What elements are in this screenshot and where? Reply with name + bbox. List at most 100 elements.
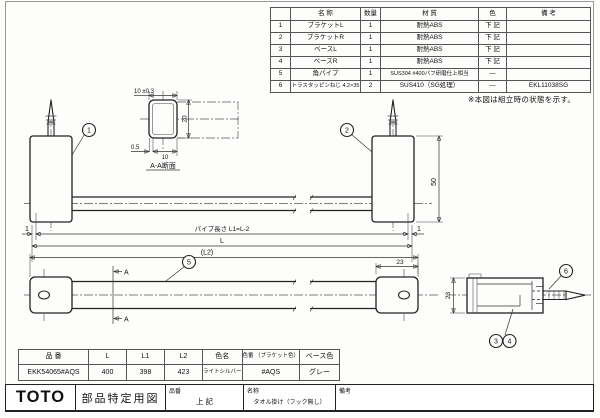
part-remarks (506, 44, 591, 57)
callout-screw: 6 (564, 269, 568, 276)
part-qty: 2 (360, 80, 381, 93)
callout-circle-screw (558, 263, 574, 279)
length-dimensions: 1 1 パイプ長さ L1=L-2 L (L2) (22, 213, 424, 277)
part-color: 下 記 (478, 44, 507, 57)
spec-header-base-color: ベース色 (299, 349, 341, 365)
document-type: 部品特定用図 (76, 385, 166, 410)
parts-header-name: 名 称 (290, 7, 361, 21)
parts-row-4: 4 ベースR 1 耐熱ABS 下 記 (270, 56, 591, 69)
part-no: 1 (270, 20, 291, 33)
part-remarks (506, 32, 591, 45)
spec-color-name: ライトシルバー (202, 364, 243, 381)
title-block-remarks-cell: 備考 (336, 385, 593, 410)
part-material: 耐熱ABS (380, 32, 479, 45)
dim-cap-height: 23 (445, 292, 452, 300)
part-qty: 1 (360, 32, 381, 45)
spec-color-code: #AQS (241, 364, 301, 381)
callout-circle-bracket-l (81, 122, 97, 138)
part-no-value: 上 記 (195, 397, 214, 406)
spec-l2: 423 (164, 364, 203, 381)
callout-circle-pipe (181, 254, 197, 270)
spec-header-color-code: 色番 （ブラケット色） (241, 349, 301, 365)
part-qty: 1 (360, 44, 381, 57)
section-dim-height-label: 20 (182, 115, 189, 123)
spec-l1: 398 (126, 364, 165, 381)
part-color: 下 記 (478, 56, 507, 69)
section-title: A-A断面 (150, 161, 176, 170)
spec-header-l2: L2 (164, 349, 203, 365)
remarks-label: 備考 (339, 389, 352, 395)
spec-l: 400 (88, 364, 127, 381)
callout-base-r: 4 (508, 339, 512, 346)
top-view: A A 5 23 (24, 254, 438, 324)
callout-pipe: 5 (187, 260, 191, 267)
part-no: 3 (270, 44, 291, 57)
part-material: SUS304 #400バフ研磨仕上相当 (380, 68, 479, 81)
part-no: 2 (270, 32, 291, 45)
part-name: トラスタッピンねじ 4.2×35 (290, 80, 361, 93)
part-color: ― (478, 68, 507, 81)
part-color: 下 記 (478, 32, 507, 45)
spec-header-l: L (88, 349, 127, 365)
part-material: 耐熱ABS (380, 44, 479, 57)
assembly-note: ※本図は組立時の状態を示す。 (468, 95, 576, 104)
part-name: ブラケットR (290, 32, 361, 45)
product-name-label: 名称 (247, 389, 260, 395)
callout-circle-bracket-r (339, 122, 355, 138)
parts-header-remarks: 備 考 (506, 7, 591, 21)
section-dim-top-label: 10 ±0.3 (134, 89, 155, 95)
part-remarks (506, 20, 591, 33)
part-no-label: 品番 (169, 389, 182, 395)
product-name-value: タオル掛け（フック無し） (253, 400, 326, 406)
callout-base-l: 3 (494, 339, 498, 346)
section-mark-bottom: A (124, 317, 129, 324)
section-a-a-view: 10 ±0.3 20 0.5 10 A-A断面 (131, 89, 240, 171)
section-dim-bottom-label: 10 (162, 155, 169, 161)
part-no: 4 (270, 56, 291, 69)
spec-value-row: EKK54065#AQS 400 398 423 ライトシルバー #AQS グレ… (18, 364, 341, 381)
part-name: ブラケットL (290, 20, 361, 33)
parts-row-5: 5 角パイプ 1 SUS304 #400バフ研磨仕上相当 ― (270, 68, 591, 81)
dim-gap-left: 1 (25, 226, 29, 233)
callout-bracket-r: 2 (345, 128, 349, 135)
part-material: 耐熱ABS (380, 20, 479, 33)
spec-base-color: グレー (299, 364, 341, 381)
parts-header-row: 名 称 数量 材 質 色 備 考 (270, 7, 591, 21)
callout-bracket-l: 1 (87, 128, 91, 135)
parts-table: 名 称 数量 材 質 色 備 考 1 ブラケットL 1 耐熱ABS 下 記 2 … (270, 7, 591, 93)
part-qty: 1 (360, 20, 381, 33)
front-view: 1 2 50 (24, 99, 443, 231)
part-color: 下 記 (478, 20, 507, 33)
dim-pipe-length: パイプ長さ L1=L-2 (195, 225, 250, 233)
dim-gap-right: 1 (417, 226, 421, 233)
parts-row-1: 1 ブラケットL 1 耐熱ABS 下 記 (270, 20, 591, 33)
section-dim-wall-label: 0.5 (131, 145, 140, 151)
toto-logo: TOTO (6, 385, 76, 410)
title-block: TOTO 部品特定用図 品番 上 記 名称 タオル掛け（フック無し） 備考 (5, 384, 594, 412)
dim-bracket-height: 50 (431, 178, 438, 186)
parts-header-material: 材 質 (380, 7, 479, 21)
part-name: 角パイプ (290, 68, 361, 81)
dim-cap-length: 23 (396, 259, 404, 266)
part-remarks: EKL11038SG (506, 80, 591, 93)
part-remarks (506, 56, 591, 69)
part-material: SUS410（SG処理） (380, 80, 479, 93)
parts-row-6: 6 トラスタッピンねじ 4.2×35 2 SUS410（SG処理） ― EKL1… (270, 80, 591, 93)
dim-overall-l: L (220, 238, 224, 245)
callout-circle-base-r (502, 333, 517, 349)
side-view: 23 6 3 4 (445, 263, 592, 349)
title-block-part-no-cell: 品番 上 記 (166, 385, 244, 410)
dim-overall-l2: (L2) (201, 250, 213, 257)
part-qty: 1 (360, 68, 381, 81)
part-no: 6 (270, 80, 291, 93)
parts-header-no (270, 7, 291, 21)
spec-table: 品 番 L L1 L2 色名 色番 （ブラケット色） ベース色 EKK54065… (18, 349, 341, 381)
part-name: ベースR (290, 56, 361, 69)
parts-row-2: 2 ブラケットR 1 耐熱ABS 下 記 (270, 32, 591, 45)
parts-header-color: 色 (478, 7, 507, 21)
spec-header-color-name: 色名 (202, 349, 243, 365)
part-qty: 1 (360, 56, 381, 69)
spec-header-row: 品 番 L L1 L2 色名 色番 （ブラケット色） ベース色 (18, 349, 341, 365)
